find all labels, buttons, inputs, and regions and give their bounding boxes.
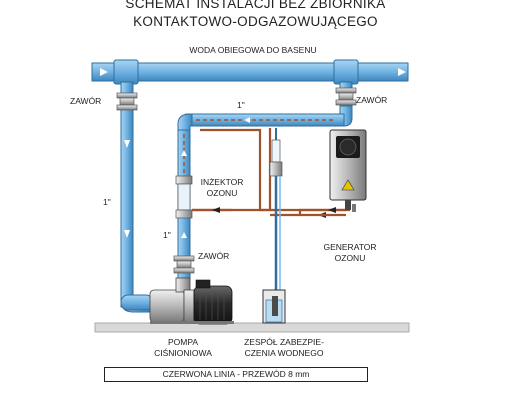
label-safety-line2: CZENIA WODNEGO xyxy=(244,348,324,358)
label-main-pipe: WODA OBIEGOWA DO BASENU xyxy=(189,45,317,55)
diagram-title-line2: KONTAKTOWO-ODGAZOWUJĄCEGO xyxy=(133,14,378,29)
label-valve-lower: ZAWÓR xyxy=(198,251,230,261)
label-generator-line1: GENERATOR xyxy=(323,242,377,252)
label-valve-right: ZAWÓR xyxy=(356,95,388,105)
label-safety-unit: ZESPÓŁ ZABEZPIE- CZENIA WODNEGO xyxy=(236,337,332,359)
valve-left xyxy=(116,92,138,111)
legend-box: CZERWONA LINIA - PRZEWÓD 8 mm xyxy=(104,367,368,382)
left-vertical-pipe xyxy=(120,81,134,308)
safety-unit xyxy=(262,128,286,324)
main-pipe xyxy=(91,59,409,85)
label-safety-line1: ZESPÓŁ ZABEZPIE- xyxy=(244,337,324,347)
ozone-arrow-1 xyxy=(212,207,220,213)
return-horizontal-pipe xyxy=(185,113,345,127)
flow-arrow-main xyxy=(100,68,406,76)
flow-arrow-left xyxy=(124,140,130,238)
flow-arrow-return xyxy=(244,117,250,123)
valve-right xyxy=(335,87,357,106)
gen-arrow-left xyxy=(328,207,336,213)
label-injector: INŻEKTOR OZONU xyxy=(197,177,247,199)
ozone-injector xyxy=(175,175,193,219)
pump-inlet-elbow xyxy=(120,294,154,311)
label-injector-line1: INŻEKTOR xyxy=(200,177,244,187)
valve-lower xyxy=(173,255,195,274)
ozone-generator xyxy=(329,129,367,212)
floor xyxy=(94,322,410,333)
label-pump: POMPA CIŚNIONIOWA xyxy=(143,337,223,359)
diagram-title-line1: SCHEMAT INSTALACJI BEZ ZBIORNIKA xyxy=(125,0,386,11)
pump xyxy=(149,277,234,325)
label-injector-line2: OZONU xyxy=(206,188,238,198)
label-size-middle: 1" xyxy=(163,230,171,240)
label-generator-line2: OZONU xyxy=(334,253,366,263)
flow-arrow-mid xyxy=(181,150,187,156)
label-valve-left: ZAWÓR xyxy=(70,96,102,106)
label-size-top: 1" xyxy=(237,100,245,110)
label-size-left: 1" xyxy=(103,197,111,207)
label-pump-line2: CIŚNIONIOWA xyxy=(154,348,212,358)
label-generator: GENERATOR OZONU xyxy=(310,242,390,264)
label-pump-line1: POMPA xyxy=(167,337,199,347)
flow-arrow-lower xyxy=(181,232,187,238)
return-elbow-left xyxy=(177,113,193,135)
